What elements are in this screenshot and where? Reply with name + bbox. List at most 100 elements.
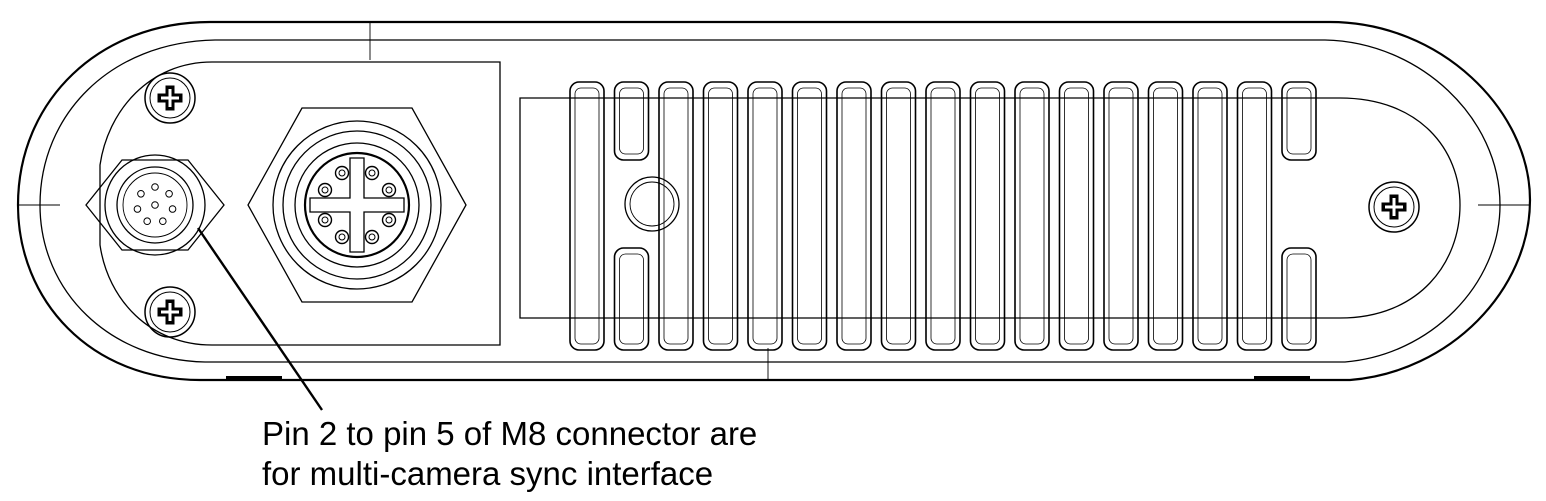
m12-pin-inner <box>321 216 329 224</box>
m12-pin-inner <box>338 233 346 241</box>
screw-rim <box>149 77 191 119</box>
m8-pin <box>165 189 173 198</box>
m12-pin <box>364 229 380 245</box>
fin-top-inner <box>886 87 911 345</box>
screw-cross-highlight <box>161 89 179 107</box>
heatsink-fins <box>569 81 1317 351</box>
fin-top-inner <box>841 87 867 345</box>
fin-top <box>702 81 739 351</box>
connector-panel <box>99 61 501 346</box>
fin-top-inner <box>975 87 1000 345</box>
caption-line-1: Pin 2 to pin 5 of M8 connector are <box>262 415 758 452</box>
fin-top-inner <box>663 87 689 345</box>
m12-pin <box>317 182 333 198</box>
fin-bottom-inner <box>619 253 644 345</box>
screw-right <box>1368 181 1420 233</box>
m12-hex-nut <box>247 107 467 303</box>
m12-pin-inner <box>385 216 393 224</box>
m12-ring-3 <box>294 142 420 268</box>
fin-top-inner <box>574 87 600 345</box>
caption: Pin 2 to pin 5 of M8 connector are for m… <box>262 414 962 494</box>
m12-pin-inner <box>385 186 393 194</box>
foot-left <box>226 376 282 381</box>
m12-pin-inner <box>368 169 376 177</box>
fin-top <box>747 81 783 351</box>
fin-top-inner <box>1064 87 1089 345</box>
m8-inner-ring <box>116 166 194 244</box>
m8-face <box>122 172 188 238</box>
screw-cross-highlight <box>161 303 179 321</box>
leader-line <box>197 227 323 411</box>
m8-outer-ring <box>104 154 206 256</box>
fin-top <box>925 81 961 351</box>
fin-top <box>880 81 917 351</box>
screw-head <box>144 286 196 338</box>
m12-outer-ring <box>272 120 442 290</box>
fin-top-inner <box>1019 87 1045 345</box>
screw-head <box>144 72 196 124</box>
m12-pin <box>364 165 380 181</box>
fin-top <box>969 81 1006 351</box>
m8-hex-nut <box>85 159 225 251</box>
fin-top <box>1147 81 1184 351</box>
fin-bottom <box>1281 247 1317 351</box>
m8-pin <box>168 205 177 213</box>
m12-pins <box>317 165 397 245</box>
fin-top-inner <box>1286 87 1312 155</box>
fin-top-inner <box>752 87 778 345</box>
m8-pin <box>143 217 151 226</box>
fin-top-inner <box>1108 87 1134 345</box>
fin-top <box>1192 81 1228 351</box>
m12-face <box>303 151 411 259</box>
m8-pin <box>151 183 159 191</box>
m12-pin <box>317 212 333 228</box>
m12-pin <box>381 212 397 228</box>
fin-top-inner <box>930 87 956 345</box>
screw-top-left <box>144 72 196 124</box>
fin-bottom-inner <box>1286 253 1312 345</box>
fin-top <box>1058 81 1095 351</box>
m12-pin-inner <box>321 186 329 194</box>
fin-top <box>1281 81 1317 161</box>
fin-top-inner <box>619 87 644 155</box>
m12-connector <box>247 107 467 303</box>
m12-pin <box>334 229 350 245</box>
screw-rim <box>1373 186 1415 228</box>
screws <box>144 72 1420 338</box>
fin-top <box>791 81 828 351</box>
center-boss-inner <box>629 181 675 227</box>
fin-top-inner <box>797 87 822 345</box>
m12-pin-inner <box>338 169 346 177</box>
fin-top-inner <box>708 87 733 345</box>
screw-rim <box>149 291 191 333</box>
foot-right <box>1254 376 1310 381</box>
screw-cross-highlight <box>1385 198 1403 216</box>
caption-line-2: for multi-camera sync interface <box>262 455 714 492</box>
m12-ring-2 <box>282 130 432 280</box>
m8-pin <box>151 201 159 209</box>
fin-top <box>1103 81 1139 351</box>
housing-outline <box>16 20 1532 382</box>
housing-inner-outline <box>39 39 1501 363</box>
m8-pins <box>133 183 177 226</box>
center-boss <box>624 176 680 232</box>
m8-pin <box>133 205 142 213</box>
fin-top-inner <box>1197 87 1223 345</box>
m12-pin <box>381 182 397 198</box>
m12-pin <box>334 165 350 181</box>
m8-pin <box>137 189 145 198</box>
m12-pin-inner <box>368 233 376 241</box>
m12-key-cross <box>309 157 405 253</box>
fin-bottom <box>613 247 650 351</box>
fin-top <box>569 81 605 351</box>
fin-top <box>1236 81 1273 351</box>
fin-top <box>1014 81 1050 351</box>
m8-pin <box>159 217 167 226</box>
fin-top <box>613 81 650 161</box>
fin-top-inner <box>1153 87 1178 345</box>
m8-connector <box>85 154 225 256</box>
fin-top <box>658 81 694 351</box>
fin-top <box>836 81 872 351</box>
